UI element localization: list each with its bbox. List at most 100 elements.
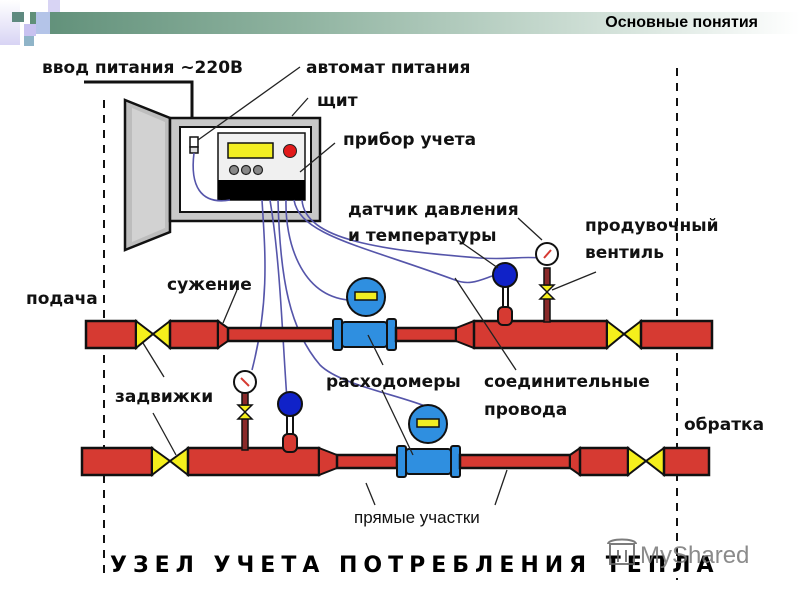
narrowing bbox=[318, 446, 338, 477]
leader-line bbox=[367, 334, 384, 366]
leader-lines bbox=[142, 66, 597, 506]
wire bbox=[293, 199, 496, 284]
panel-door-inner bbox=[132, 108, 165, 242]
label-flowmeters: расходомеры bbox=[326, 372, 461, 392]
straight-section bbox=[458, 453, 572, 470]
return-pipeline bbox=[80, 370, 711, 478]
power-input-wire bbox=[84, 80, 194, 120]
diagram-title: УЗЕЛ УЧЕТА ПОТРЕБЛЕНИЯ ТЕПЛА bbox=[110, 553, 720, 578]
flowmeter-flange bbox=[450, 445, 461, 478]
gate-valve-half bbox=[644, 446, 665, 478]
leader-line bbox=[381, 389, 414, 456]
gate-valve-half bbox=[622, 318, 642, 351]
pipe-segment bbox=[639, 319, 714, 350]
deco-square bbox=[24, 36, 34, 46]
flowmeter-flange bbox=[396, 445, 407, 478]
leader-line bbox=[299, 142, 336, 173]
supply-pipeline bbox=[84, 242, 714, 351]
narrowing bbox=[217, 319, 229, 350]
deco-square bbox=[24, 24, 36, 36]
label-power-input: ввод питания ~220В bbox=[42, 58, 243, 78]
leader-line bbox=[454, 277, 517, 371]
leader-line bbox=[457, 239, 499, 269]
breaker bbox=[189, 136, 199, 148]
wire bbox=[285, 199, 349, 301]
watermark: MyShared bbox=[607, 538, 749, 569]
label-panel: щит bbox=[317, 91, 358, 111]
expansion bbox=[455, 319, 475, 350]
pipe-segment bbox=[84, 319, 138, 350]
meter-button bbox=[228, 164, 240, 176]
deco-square bbox=[0, 0, 20, 45]
sensor-socket bbox=[497, 306, 513, 326]
purge-valve-stem bbox=[543, 295, 551, 323]
header-bar bbox=[30, 12, 800, 34]
flowmeter-display bbox=[354, 291, 378, 301]
leader-line bbox=[142, 342, 165, 378]
breaker-base bbox=[189, 146, 199, 154]
wire bbox=[277, 199, 431, 409]
label-sensor-line1: датчик давления bbox=[348, 200, 519, 220]
pipe-segment bbox=[578, 446, 630, 477]
label-breaker: автомат питания bbox=[306, 58, 470, 78]
wire bbox=[251, 199, 266, 371]
label-gate-valves: задвижки bbox=[115, 387, 213, 407]
label-supply: подача bbox=[26, 289, 98, 309]
sensor-socket bbox=[282, 433, 298, 453]
gate-valve-half bbox=[627, 446, 648, 478]
gate-valve-half bbox=[135, 318, 155, 351]
straight-section bbox=[335, 453, 399, 470]
flowmeter-body bbox=[405, 448, 452, 475]
gauge-stem bbox=[543, 267, 551, 286]
pipe-segment bbox=[472, 319, 609, 350]
flowmeter-body bbox=[341, 321, 388, 348]
connecting-wires bbox=[192, 152, 541, 409]
leader-line bbox=[152, 412, 177, 456]
leader-line bbox=[494, 469, 508, 506]
wire bbox=[269, 199, 288, 401]
pipe-segment bbox=[662, 446, 711, 477]
label-purge-valve-line2: вентиль bbox=[585, 243, 664, 263]
gate-valve-half bbox=[168, 446, 189, 478]
deco-square bbox=[36, 12, 50, 34]
gate-valve-half bbox=[151, 318, 171, 351]
leader-line bbox=[551, 271, 597, 291]
deco-square bbox=[48, 0, 60, 12]
leader-line bbox=[197, 66, 301, 141]
meter-button bbox=[240, 164, 252, 176]
flowmeter-flange bbox=[386, 318, 397, 351]
label-straight-sections: прямые участки bbox=[354, 508, 480, 527]
straight-section bbox=[394, 326, 458, 343]
leader-line bbox=[222, 289, 238, 324]
pipe-segment bbox=[80, 446, 154, 477]
pipe-segment bbox=[186, 446, 321, 477]
gate-valve-half bbox=[606, 318, 626, 351]
gate-valve-half bbox=[151, 446, 172, 478]
expansion bbox=[569, 446, 581, 477]
pressure-temperature-sensor bbox=[492, 262, 518, 288]
label-wires-line1: соединительные bbox=[484, 372, 650, 392]
leader-line bbox=[291, 97, 309, 117]
purge-valve-stem bbox=[241, 416, 249, 451]
meter-terminal-block bbox=[218, 180, 305, 200]
gauge-needle bbox=[240, 377, 250, 387]
meter-indicator-light bbox=[283, 144, 297, 158]
wire bbox=[301, 199, 541, 260]
purge-valve-half bbox=[236, 410, 254, 420]
meter-display bbox=[227, 142, 274, 159]
flowmeter-flange bbox=[332, 318, 343, 351]
pressure-temperature-sensor bbox=[277, 391, 303, 417]
flowmeter-display bbox=[416, 418, 440, 428]
label-meter: прибор учета bbox=[343, 130, 476, 150]
label-return: обратка bbox=[684, 415, 764, 435]
wire bbox=[192, 152, 231, 202]
label-purge-valve-line1: продувочный bbox=[585, 216, 719, 236]
straight-section bbox=[226, 326, 335, 343]
pipe-segment bbox=[168, 319, 220, 350]
purge-valve-half bbox=[538, 290, 556, 300]
label-wires-line2: провода bbox=[484, 400, 567, 420]
label-narrowing: сужение bbox=[167, 275, 252, 295]
leader-line bbox=[517, 217, 543, 241]
meter-button bbox=[252, 164, 264, 176]
